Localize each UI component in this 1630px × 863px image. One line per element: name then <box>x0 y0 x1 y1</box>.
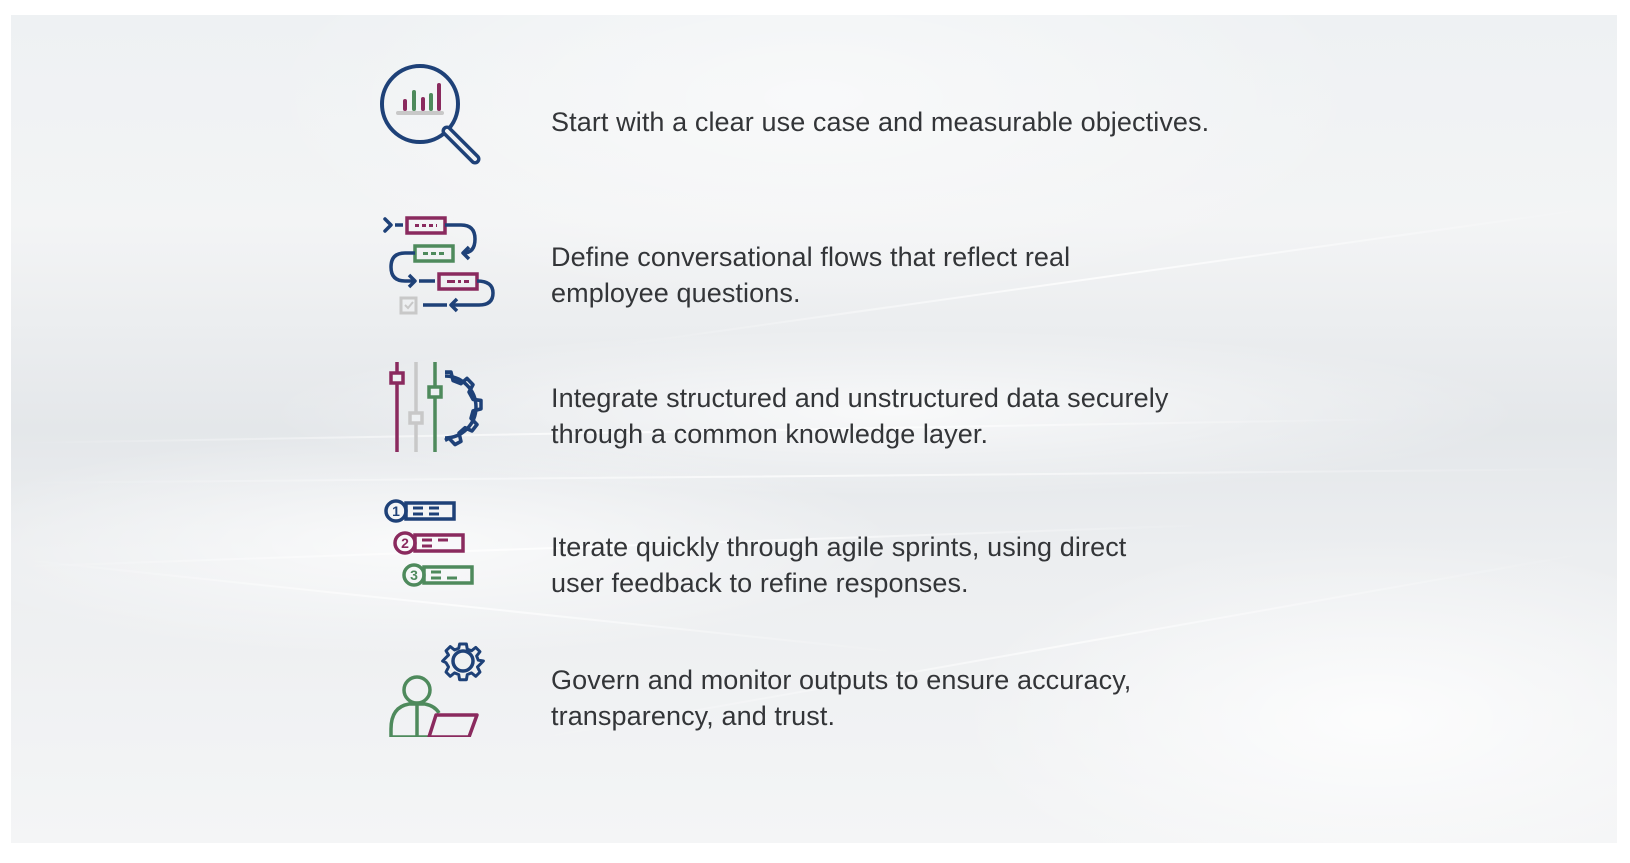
flowchart-icon <box>379 215 499 315</box>
item-text-line: through a common knowledge layer. <box>551 419 989 449</box>
background-panel: Start with a clear use case and measurab… <box>11 15 1617 843</box>
item-text-line: transparency, and trust. <box>551 701 836 731</box>
svg-text:1: 1 <box>392 503 400 519</box>
light-streak <box>11 467 1617 485</box>
item-text-line: Integrate structured and unstructured da… <box>551 383 1169 413</box>
item-text: Govern and monitor outputs to ensure acc… <box>551 662 1131 734</box>
svg-text:3: 3 <box>410 567 418 583</box>
numbered-steps-icon: 1 2 3 <box>379 495 489 595</box>
item-text-line: Define conversational flows that reflect… <box>551 242 1071 272</box>
svg-text:2: 2 <box>401 535 409 551</box>
sliders-gear-icon <box>379 360 489 460</box>
item-text: Integrate structured and unstructured da… <box>551 380 1168 452</box>
item-text-line: user feedback to refine responses. <box>551 568 969 598</box>
item-text-line: employee questions. <box>551 278 801 308</box>
item-text: Iterate quickly through agile sprints, u… <box>551 529 1126 601</box>
item-text-line: Iterate quickly through agile sprints, u… <box>551 532 1127 562</box>
person-laptop-gear-icon <box>379 637 489 737</box>
item-text: Define conversational flows that reflect… <box>551 239 1070 311</box>
item-text: Start with a clear use case and measurab… <box>551 104 1209 140</box>
magnifier-chart-icon <box>379 55 489 165</box>
item-text-line: Govern and monitor outputs to ensure acc… <box>551 665 1132 695</box>
item-text-line: Start with a clear use case and measurab… <box>551 107 1210 137</box>
